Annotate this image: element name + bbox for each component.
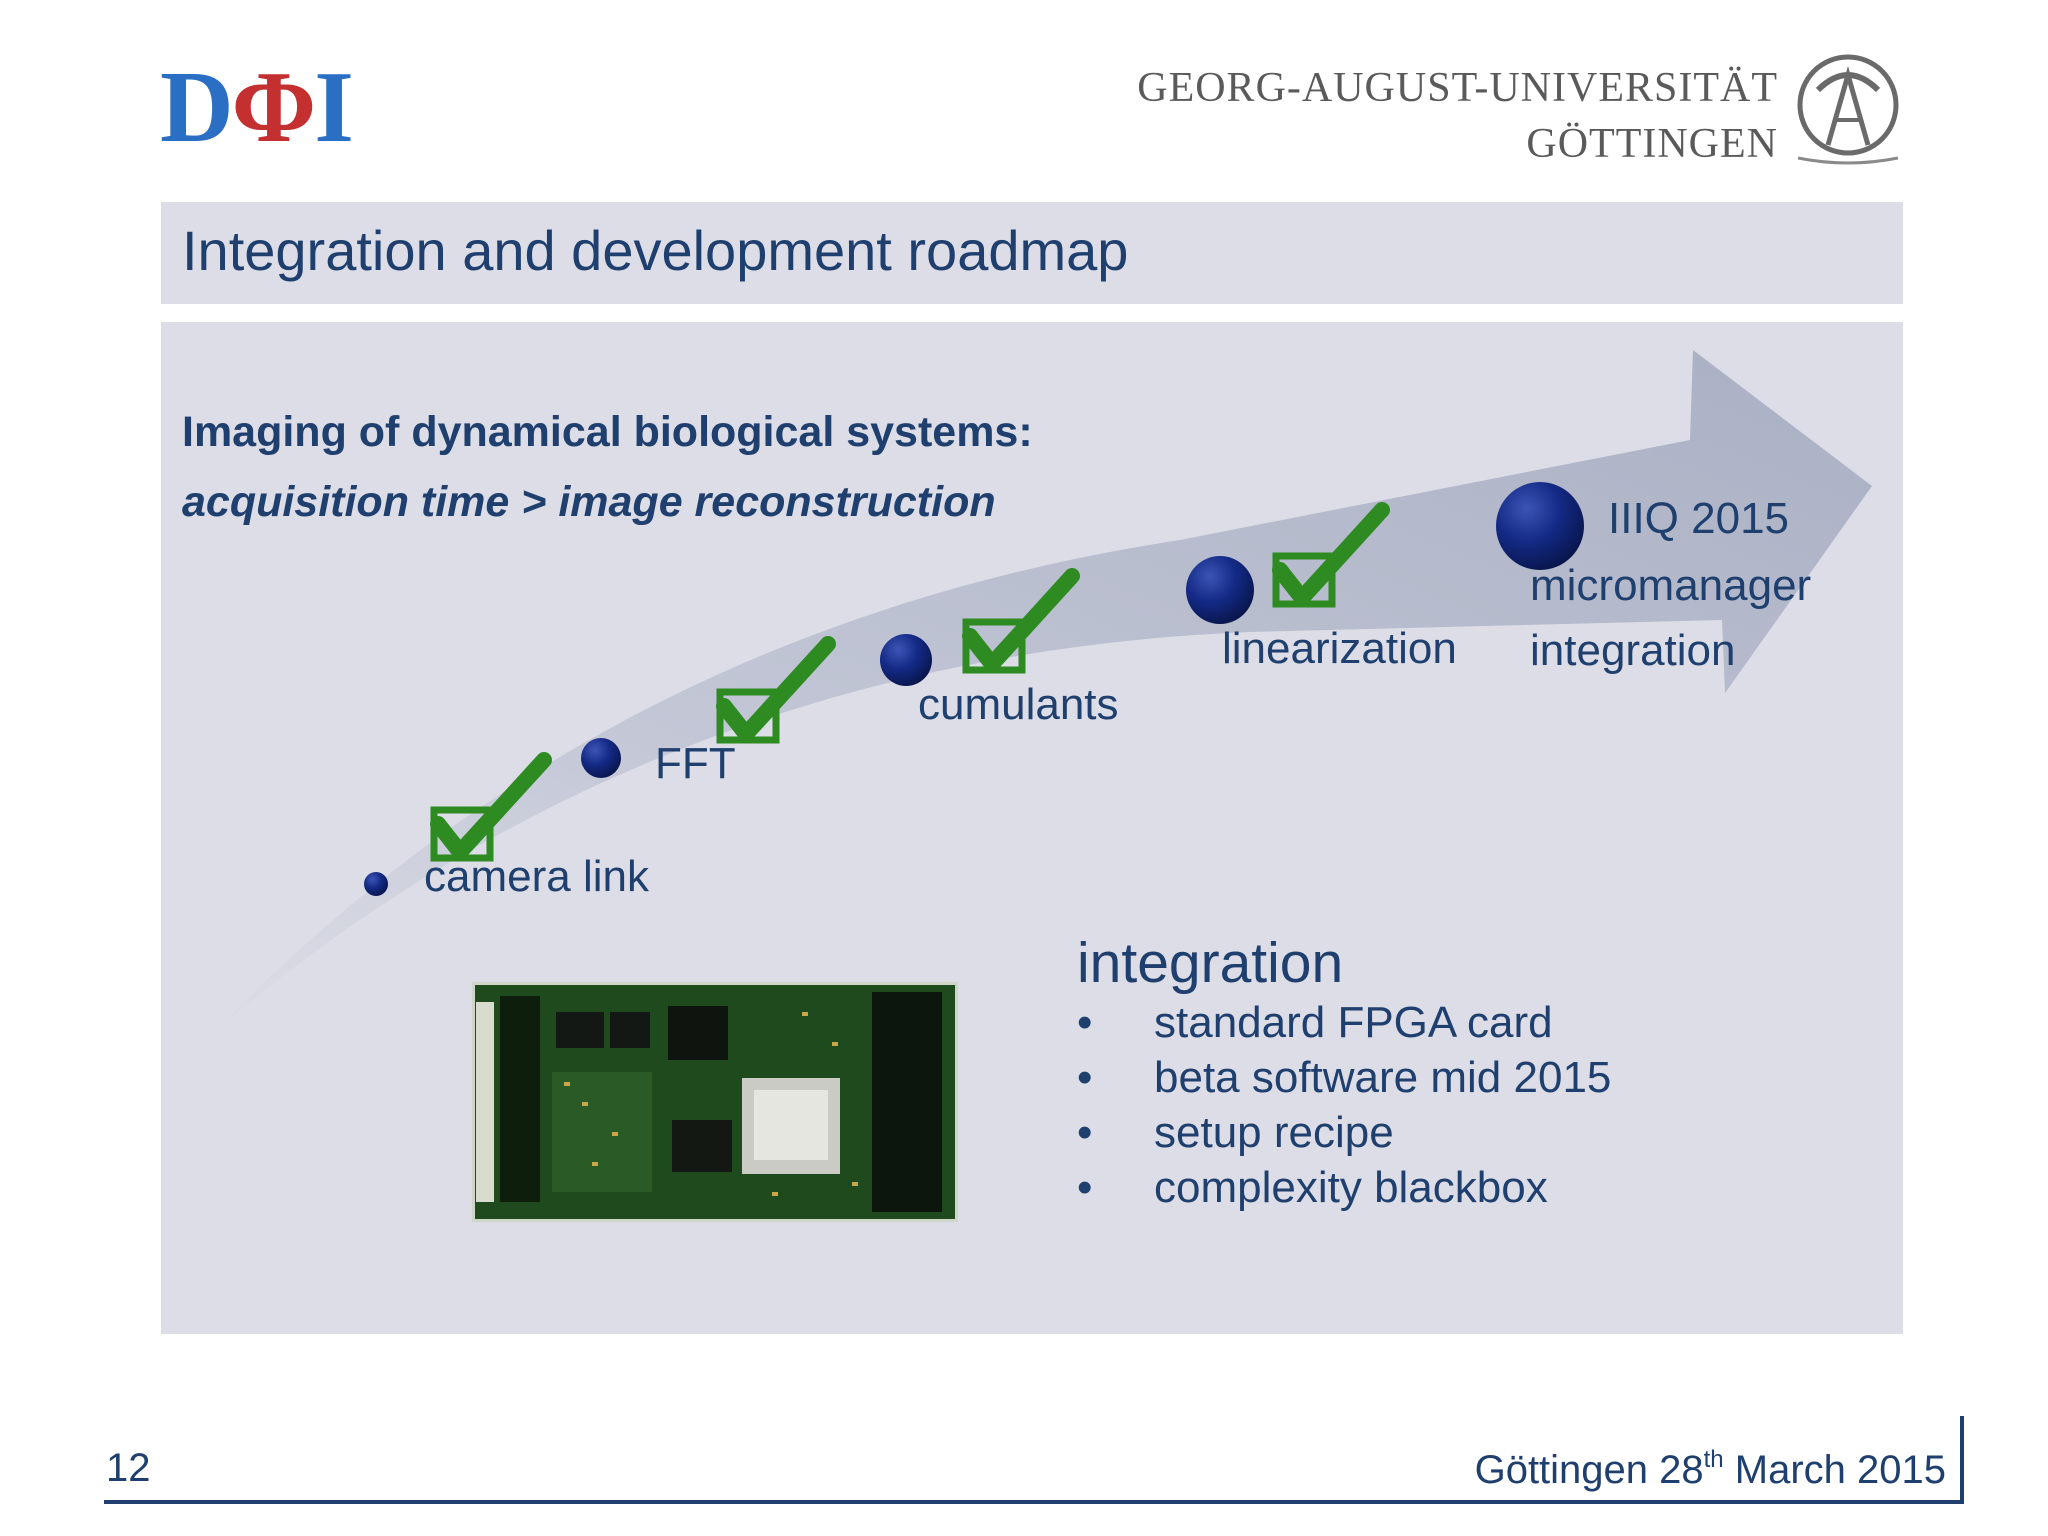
milestone-label-integration: integration [1530,626,1736,675]
university-name-line1: GEORG-AUGUST-UNIVERSITÄT [1137,65,1778,111]
title-band [161,202,1903,304]
university-name-line2: GÖTTINGEN [1526,121,1778,167]
bullet-point: • [1077,1108,1093,1157]
bullet-point: • [1077,1163,1093,1212]
list-item: • beta software mid 2015 [1077,1050,1611,1105]
list-item-text: standard FPGA card [1154,998,1553,1047]
footer-date-ordinal: th [1703,1446,1724,1473]
list-item-text: complexity blackbox [1154,1163,1548,1212]
dpi-logo-letter-d: D [160,51,234,164]
subtitle-line-2: acquisition time > image reconstruction [182,478,996,526]
footer-corner-divider [1960,1416,1964,1504]
integration-list: • standard FPGA card • beta software mid 2… [1077,995,1611,1215]
content-panel [161,322,1903,1334]
milestone-label-fft: FFT [655,739,736,788]
dpi-logo-letter-i: I [314,51,354,164]
dpi-logo: DΦI [160,57,360,159]
milestone-label-micromanager: micromanager [1530,561,1812,610]
university-seal-icon [1797,54,1899,165]
list-item: • standard FPGA card [1077,995,1611,1050]
milestone-label-camera-link: camera link [424,852,649,901]
bullet-point: • [1077,998,1093,1047]
list-item-text: setup recipe [1154,1108,1394,1157]
footer-divider [104,1500,1964,1504]
list-item: • complexity blackbox [1077,1160,1611,1215]
footer-date-prefix: Göttingen 28 [1474,1448,1704,1492]
bullet-point: • [1077,1053,1093,1102]
dpi-logo-letter-phi: Φ [231,51,317,164]
integration-heading: integration [1077,931,1344,995]
footer-date: Göttingen 28th March 2015 [1475,1446,1946,1493]
milestone-label-linearization: linearization [1222,624,1457,673]
milestone-label-date: IIIQ 2015 [1608,494,1790,543]
university-name: GEORG-AUGUST-UNIVERSITÄT GÖTTINGEN [1137,60,1778,172]
page-title: Integration and development roadmap [182,219,1129,282]
list-item: • setup recipe [1077,1105,1611,1160]
fpga-card-image [472,982,958,1222]
subtitle-line-1: Imaging of dynamical biological systems: [182,408,1033,456]
milestone-label-cumulants: cumulants [918,680,1119,729]
footer-date-rest: March 2015 [1723,1448,1946,1492]
list-item-text: beta software mid 2015 [1154,1053,1612,1102]
page-number: 12 [106,1446,151,1490]
